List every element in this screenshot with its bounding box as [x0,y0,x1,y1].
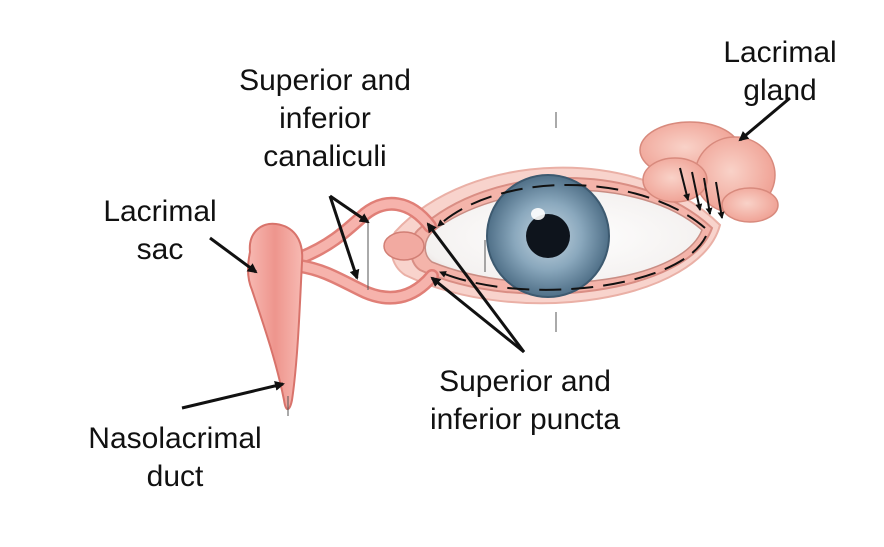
arrow-nasolacrimal-duct [181,380,285,410]
tear-flow-arrows [437,184,707,291]
label-nasolacrimal-duct: Nasolacrimal duct [70,420,280,496]
gland-duct-arrows [679,167,725,219]
lacrimal-caruncle [383,231,425,261]
label-canaliculi-line2: inferior [279,102,371,135]
arrow-inferior-punctum [430,276,525,354]
label-lacrimal-sac-line2: sac [136,233,184,266]
label-puncta-line1: Superior and [439,365,611,398]
label-nasolacrimal-duct-line2: duct [146,460,204,493]
leader-arrows [181,96,791,410]
lacrimal-sac-duct-shape [247,222,304,410]
arrow-lacrimal-gland [738,96,791,142]
arrow-lacrimal-sac [209,236,258,274]
label-lacrimal-gland-line1: Lacrimal [723,36,837,69]
pupil [526,214,570,258]
label-nasolacrimal-duct-line1: Nasolacrimal [88,422,262,455]
label-puncta: Superior and inferior puncta [400,363,650,439]
lacrimal-gland-shape [639,121,779,223]
arrow-superior-canaliculus [329,194,370,224]
arrow-superior-punctum [426,222,526,353]
label-lacrimal-gland-line2: gland [743,74,817,107]
label-lacrimal-sac-line1: Lacrimal [103,195,217,228]
label-canaliculi: Superior and inferior canaliculi [215,62,435,176]
eye-highlight [531,208,545,220]
label-lacrimal-sac: Lacrimal sac [85,193,235,269]
label-puncta-line2: inferior puncta [429,403,621,436]
label-lacrimal-gland: Lacrimal gland [705,34,855,110]
reference-lines [287,112,557,416]
label-canaliculi-line3: canaliculi [263,140,387,173]
arrow-inferior-canaliculus [328,195,360,280]
label-canaliculi-line1: Superior and [239,64,411,97]
